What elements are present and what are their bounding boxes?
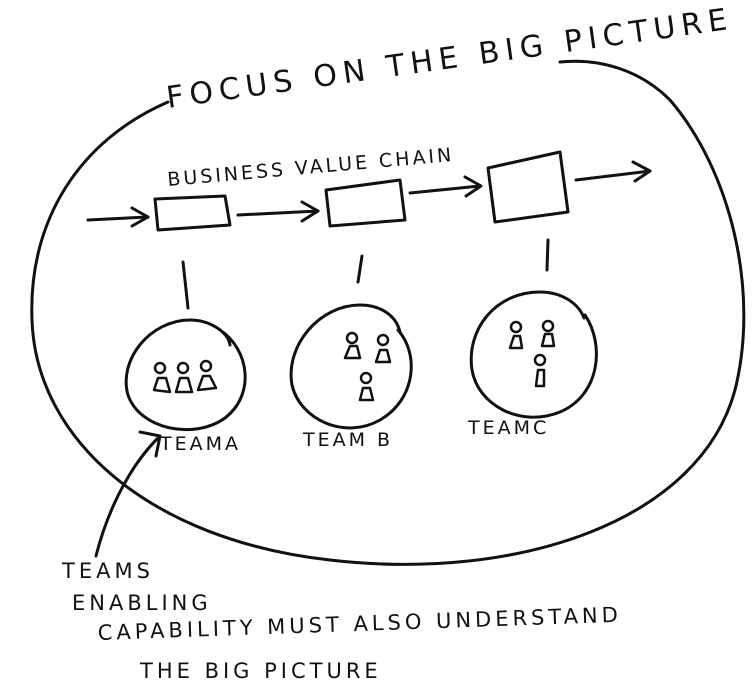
team-a-people-icon [152,359,218,394]
team-c-people-icon [508,319,556,388]
team-b-circle [289,303,413,430]
team-b-people-icon [343,331,392,402]
team-c-label: TEAMC [467,417,549,439]
note-line-1: TEAMS [61,559,154,583]
value-chain [86,150,652,232]
chain-arrow-4 [574,169,652,182]
chain-box-1 [153,194,232,232]
note-line-2: ENABLING [72,591,212,615]
chain-box-2 [324,178,407,228]
note-line-4: THE BIG PICTURE [139,659,382,683]
connector-team-b [356,254,364,284]
chain-arrow-3 [408,184,482,195]
team-a-circle [124,318,247,432]
chain-arrow-1 [86,215,150,222]
team-b-group [289,303,413,430]
team-a-label: TEAMA [159,433,241,455]
team-b-label: TEAM B [302,429,393,451]
big-picture-ellipse [30,59,746,566]
value-chain-label: BUSINESS VALUE CHAIN [167,144,456,191]
team-c-circle [469,290,598,419]
chain-box-3 [486,150,570,224]
chain-arrow-2 [236,209,320,217]
connector-team-c [545,238,550,272]
connector-team-a [181,260,190,310]
team-c-group [469,290,598,419]
team-a-group [124,318,247,432]
note-arrow [94,434,162,558]
title-text: FOCUS ON THE BIG PICTURE [164,2,735,116]
